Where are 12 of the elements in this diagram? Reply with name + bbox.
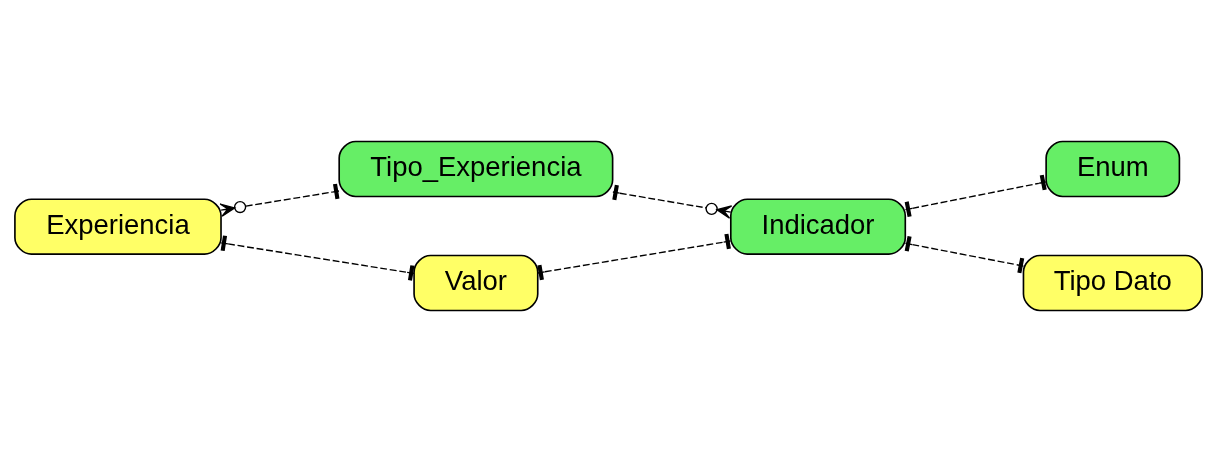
node-box: Enum [1045,140,1181,197]
node-box: Indicador [729,197,907,255]
connector [612,184,733,219]
node-box: Valor [413,254,539,311]
node-box: Experiencia [14,197,222,255]
node-box: Tipo_Experiencia [338,140,614,197]
connector [904,235,1025,273]
connector [219,183,340,217]
connector [220,234,415,281]
connector [537,233,732,280]
node-box: Tipo Dato [1022,254,1203,311]
connector [904,174,1047,217]
